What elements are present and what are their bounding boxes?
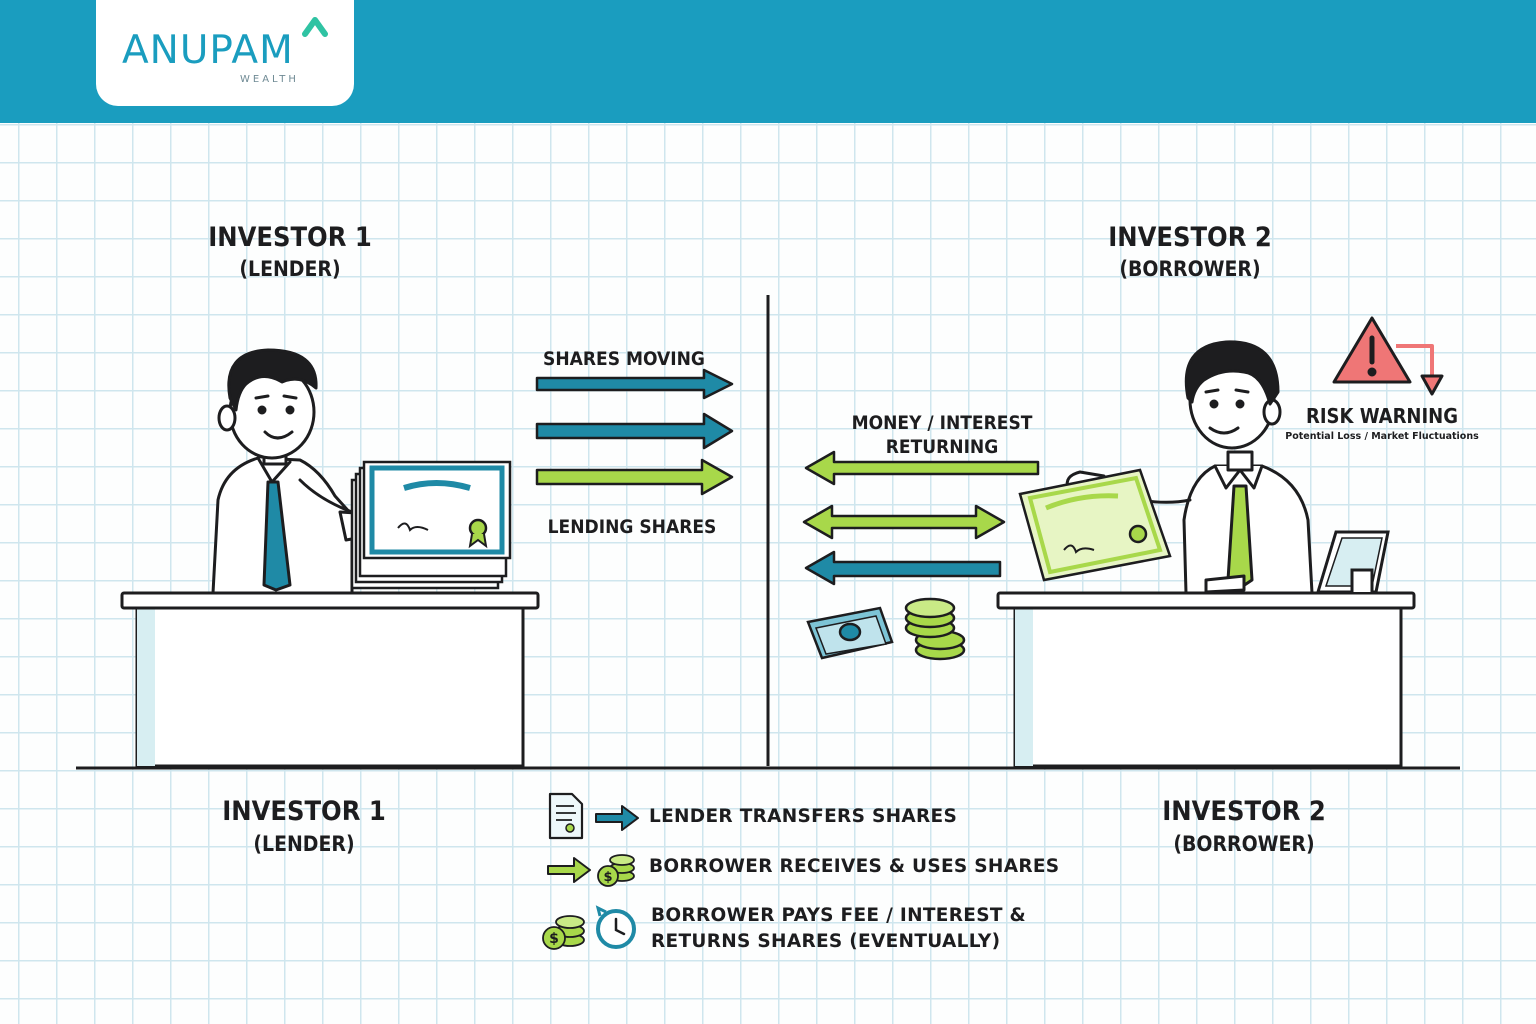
bottom-investor2-title: INVESTOR 2 [1162, 796, 1326, 827]
bottom-investor2-role: (BORROWER) [1173, 832, 1315, 856]
coins-clock-icon: $ [542, 905, 636, 950]
money-arrow-1 [804, 450, 1040, 486]
shares-arrow-2 [535, 412, 734, 450]
coins-icon [904, 597, 966, 661]
risk-warning-subtitle: Potential Loss / Market Fluctuations [1285, 431, 1479, 442]
borrower-desk [996, 591, 1416, 768]
money-arrow-3 [804, 550, 1002, 586]
monitor [1315, 530, 1390, 594]
svg-text:$: $ [549, 931, 559, 947]
shares-arrow-1 [535, 368, 734, 400]
bottom-investor1-role: (LENDER) [253, 832, 355, 856]
logo-chevron-icon [302, 17, 328, 37]
brand-tagline: WEALTH [240, 74, 299, 85]
lending-shares-label: LENDING SHARES [547, 516, 717, 538]
document-arrow-icon [548, 792, 639, 840]
shares-arrow-3 [535, 458, 734, 496]
legend-item-2: BORROWER RECEIVES & USES SHARES [649, 856, 1060, 877]
money-interest-label-line2: RETURNING [885, 436, 999, 458]
money-interest-label-line1: MONEY / INTEREST [851, 412, 1033, 434]
brand-name: ANUPAM [122, 28, 294, 73]
warning-triangle-icon [1332, 316, 1444, 396]
cash-icon [806, 606, 894, 660]
svg-text:$: $ [603, 870, 612, 885]
top-investor2-role: (BORROWER) [1119, 257, 1261, 281]
money-arrow-double [802, 504, 1006, 540]
arrow-coins-icon: $ [547, 854, 635, 887]
certificate-stack [350, 460, 512, 590]
top-investor1-role: (LENDER) [239, 257, 341, 281]
shares-arrows [535, 368, 734, 496]
risk-warning-title: RISK WARNING [1305, 404, 1459, 428]
logo-card [96, 0, 354, 106]
top-investor1-title: INVESTOR 1 [208, 222, 372, 253]
legend-item-3-line2: RETURNS SHARES (EVENTUALLY) [651, 931, 1001, 952]
borrower-certificate [1018, 468, 1172, 582]
top-investor2-title: INVESTOR 2 [1108, 222, 1272, 253]
legend-item-1: LENDER TRANSFERS SHARES [649, 806, 958, 827]
lender-desk [120, 591, 540, 768]
money-arrows [802, 450, 1040, 586]
legend-item-3-line1: BORROWER PAYS FEE / INTEREST & [651, 905, 1026, 926]
bottom-investor1-title: INVESTOR 1 [222, 796, 386, 827]
shares-moving-label: SHARES MOVING [543, 348, 705, 370]
